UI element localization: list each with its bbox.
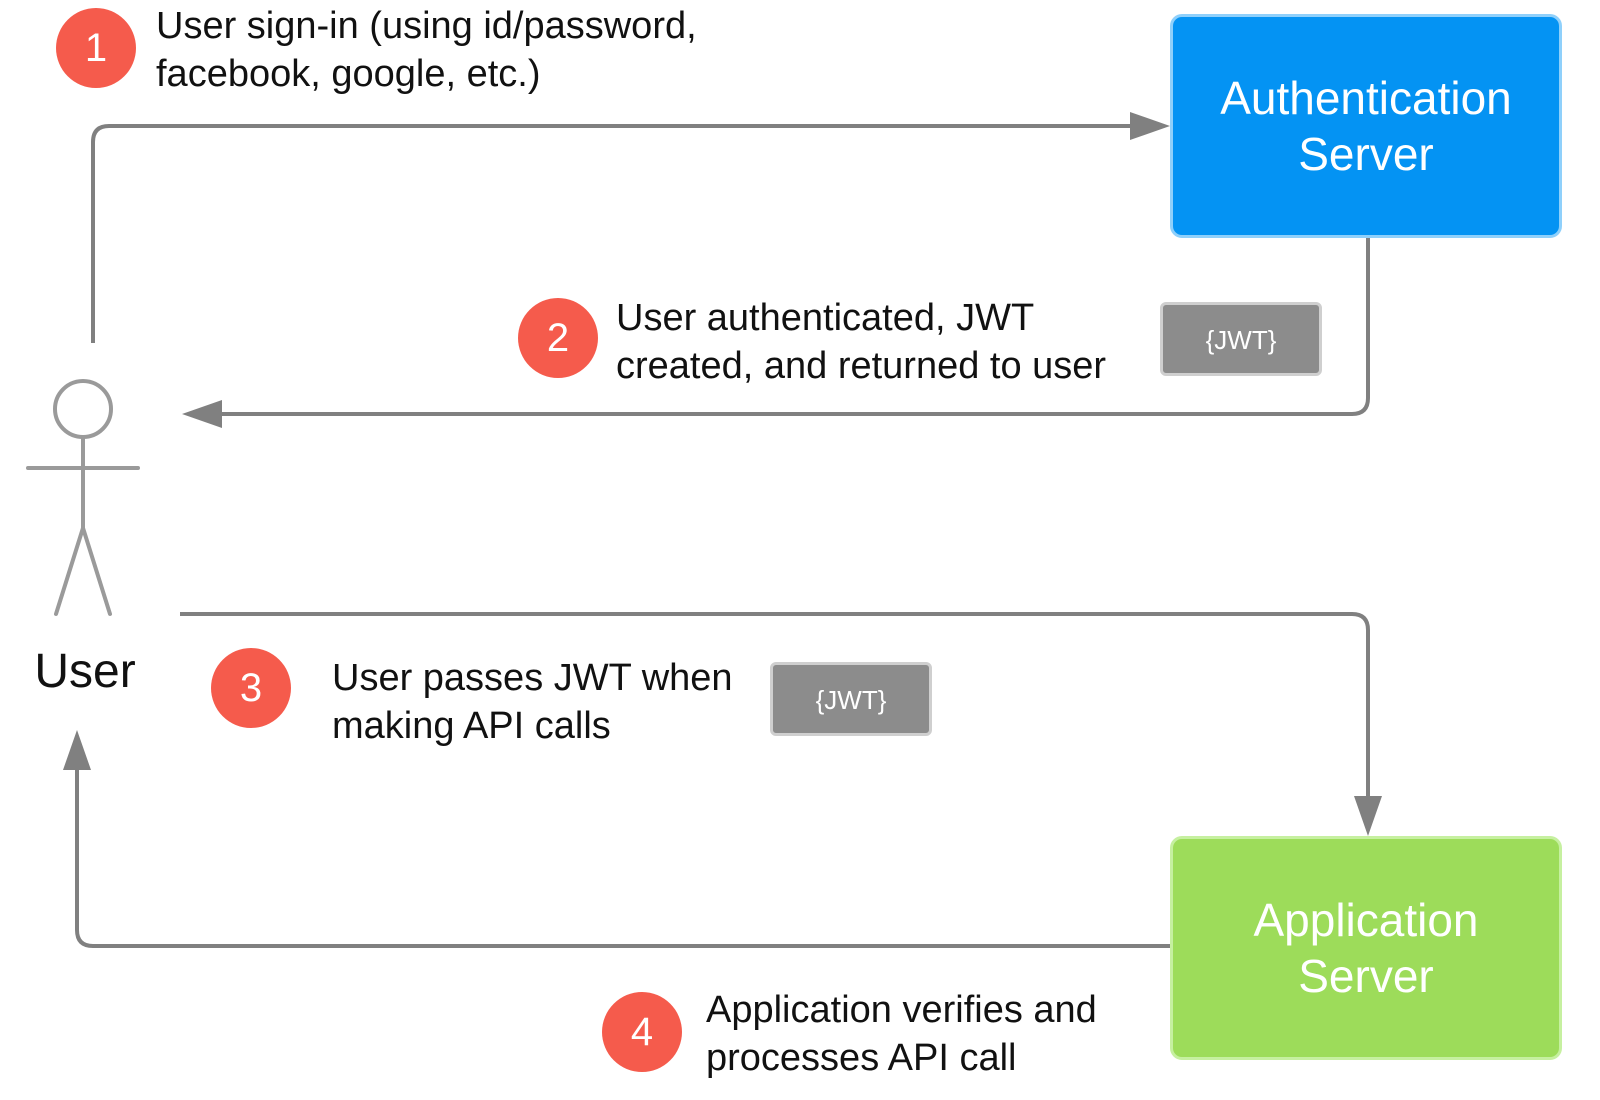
step-2-description: User authenticated, JWT created, and ret… xyxy=(616,294,1106,390)
step-3-description: User passes JWT when making API calls xyxy=(332,654,733,750)
sign-in-arrowhead xyxy=(1130,112,1170,140)
authentication-server-label-line2: Server xyxy=(1298,128,1434,180)
step-2-line1: User authenticated, JWT xyxy=(616,297,1035,339)
stick-figure-icon xyxy=(26,379,140,616)
authentication-server-label-line1: Authentication xyxy=(1220,72,1512,124)
step-1-description: User sign-in (using id/password, faceboo… xyxy=(156,2,697,98)
step-4-line1: Application verifies and xyxy=(706,989,1097,1031)
jwt-return-arrowhead xyxy=(182,400,222,428)
jwt-token-badge-api-call: {JWT} xyxy=(770,662,932,736)
api-call-arrowhead xyxy=(1354,796,1382,836)
step-3-line1: User passes JWT when xyxy=(332,657,733,699)
step-2-badge: 2 xyxy=(518,298,598,378)
application-server-label-line1: Application xyxy=(1253,894,1479,946)
response-arrowhead xyxy=(63,730,91,770)
step-2-line2: created, and returned to user xyxy=(616,345,1107,387)
application-server-label-line2: Server xyxy=(1298,950,1434,1002)
application-server-box: Application Server xyxy=(1170,836,1562,1060)
step-4-badge: 4 xyxy=(602,992,682,1072)
stick-figure-head xyxy=(53,379,113,439)
step-4-line2: processes API call xyxy=(706,1037,1017,1079)
stick-figure-left-leg xyxy=(54,526,85,616)
jwt-return-arrow xyxy=(216,238,1370,416)
authentication-server-box: Authentication Server xyxy=(1170,14,1562,238)
actor-label: User xyxy=(34,645,136,698)
step-1-badge: 1 xyxy=(56,8,136,88)
response-arrow xyxy=(75,768,1176,948)
step-4-description: Application verifies and processes API c… xyxy=(706,986,1097,1082)
stick-figure-right-leg xyxy=(81,526,112,616)
step-3-badge: 3 xyxy=(211,648,291,728)
step-1-line2: facebook, google, etc.) xyxy=(156,53,541,95)
sign-in-arrow xyxy=(91,124,1136,343)
jwt-token-badge-returned: {JWT} xyxy=(1160,302,1322,376)
step-1-line1: User sign-in (using id/password, xyxy=(156,5,697,47)
step-3-line2: making API calls xyxy=(332,705,611,747)
api-call-arrow xyxy=(180,612,1370,800)
